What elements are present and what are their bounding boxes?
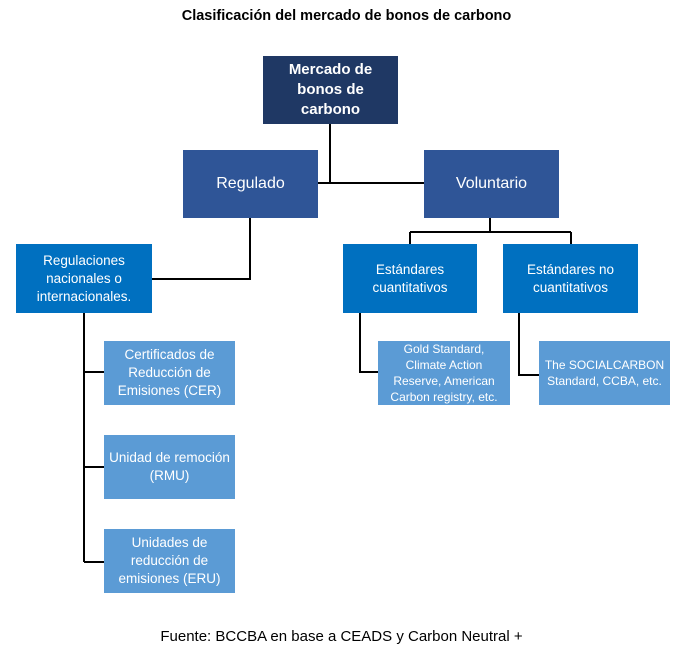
node-root-label: Mercado de bonos de carbono [288,61,373,118]
node-cuantitativos: Estándares cuantitativos [343,244,477,313]
node-regulaciones: Regulaciones nacionales o internacionale… [16,244,152,313]
node-eru-label: Unidades de reducción de emisiones (ERU) [118,535,221,586]
node-rmu-label: Unidad de remoción (RMU) [109,450,230,483]
node-regulado: Regulado [183,150,318,218]
node-no-cuantitativos: Estándares no cuantitativos [503,244,638,313]
connector-cuantitativos [359,313,378,373]
node-no-cuantitativos-label: Estándares no cuantitativos [526,261,615,295]
node-voluntario: Voluntario [424,150,559,218]
node-ejemplos-cuantitativos-label: Gold Standard, Climate Action Reserve, A… [390,342,498,404]
node-rmu: Unidad de remoción (RMU) [104,435,235,499]
node-voluntario-label: Voluntario [455,175,528,192]
node-ejemplos-no-cuantitativos-label: The SOCIALCARBON Standard, CCBA, etc. [544,358,665,388]
connector-root [318,124,425,184]
connector-regulaciones [83,313,104,563]
node-ejemplos-no-cuantitativos: The SOCIALCARBON Standard, CCBA, etc. [539,341,670,405]
node-cuantitativos-label: Estándares cuantitativos [372,261,448,295]
node-cer-label: Certificados de Reducción de Emisiones (… [117,347,222,398]
diagram-title: Clasificación del mercado de bonos de ca… [181,8,512,24]
node-root: Mercado de bonos de carbono [263,56,398,124]
node-regulaciones-label: Regulaciones nacionales o internacionale… [36,252,132,304]
node-eru: Unidades de reducción de emisiones (ERU) [104,529,235,593]
connector-regulado [152,218,251,280]
node-regulado-label: Regulado [216,175,285,192]
node-ejemplos-cuantitativos: Gold Standard, Climate Action Reserve, A… [378,341,510,405]
source-note: Fuente: BCCBA en base a CEADS y Carbon N… [160,628,523,645]
node-cer: Certificados de Reducción de Emisiones (… [104,341,235,405]
connector-voluntario [409,218,572,244]
connector-no-cuantitativos [518,313,539,376]
